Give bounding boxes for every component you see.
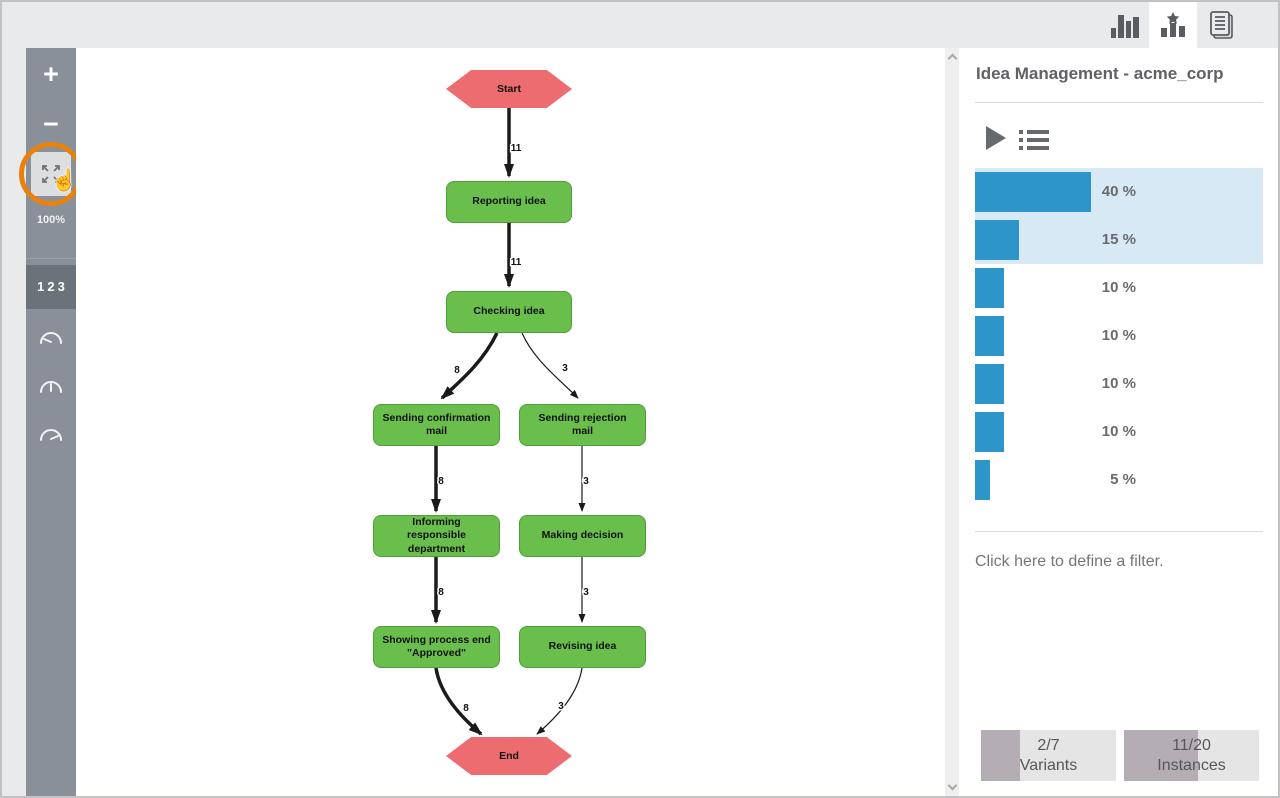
documents-icon: [1206, 10, 1236, 40]
variant-percent: 10 %: [1101, 375, 1136, 392]
variant-list-icon[interactable]: [1019, 130, 1049, 152]
frequency-numbers-button[interactable]: 123: [26, 265, 76, 309]
fit-to-screen-icon: [40, 163, 62, 185]
node-reporting-idea[interactable]: Reporting idea: [446, 181, 572, 223]
variant-bar: [975, 460, 990, 500]
variant-percent: 40 %: [1101, 183, 1136, 200]
process-canvas[interactable]: 11 11 8 3 8 3 8 3 8 3 Start Reporting id…: [76, 48, 945, 796]
gauge-medium-icon[interactable]: [38, 376, 64, 396]
divider: [975, 102, 1263, 103]
node-revising-idea[interactable]: Revising idea: [519, 626, 646, 668]
instances-summary-box[interactable]: 11/20 Instances: [1124, 730, 1259, 781]
node-making-decision[interactable]: Making decision: [519, 515, 646, 557]
node-informing-responsible-department[interactable]: Informing responsible department: [373, 515, 500, 557]
top-bar: [2, 2, 1278, 48]
edge-count-label: 8: [454, 365, 460, 376]
variant-percent: 15 %: [1101, 231, 1136, 248]
variant-row[interactable]: 10 %: [975, 312, 1263, 360]
variant-bar: [975, 316, 1004, 356]
variant-row[interactable]: 5 %: [975, 456, 1263, 504]
variant-row[interactable]: 15 %: [975, 216, 1263, 264]
edge-count-label: 3: [558, 701, 564, 712]
sidebar-title: Idea Management - acme_corp: [976, 64, 1224, 83]
zoom-toolbar: + − ☝ 100% 123: [19, 48, 83, 796]
variant-bar: [975, 220, 1019, 260]
view-tabs: [1101, 2, 1245, 48]
instances-count: 11/20: [1172, 736, 1211, 754]
variant-row[interactable]: 10 %: [975, 408, 1263, 456]
play-icon[interactable]: [986, 126, 1006, 150]
process-edges: 11 11 8 3 8 3 8 3 8 3: [431, 108, 591, 736]
variant-percent: 10 %: [1101, 327, 1136, 344]
variant-list: 40 % 15 % 10 % 10 % 10 % 10 % 5 %: [975, 168, 1263, 504]
edge: [536, 667, 583, 735]
fit-to-screen-button[interactable]: [31, 152, 71, 196]
canvas-scrollbar[interactable]: [945, 48, 959, 796]
variant-bar: [975, 364, 1004, 404]
variants-sidebar: Idea Management - acme_corp 40 % 15 % 10 %…: [959, 48, 1278, 796]
node-sending-rejection-mail[interactable]: Sending rejection mail: [519, 404, 646, 446]
divider: [975, 531, 1263, 532]
starred-chart-icon: [1159, 11, 1187, 39]
edge: [434, 667, 483, 736]
variant-bar: [975, 412, 1004, 452]
edge-count-label: 11: [511, 257, 522, 268]
edge-count-label: 11: [511, 143, 522, 154]
variant-percent: 10 %: [1101, 279, 1136, 296]
variant-percent: 10 %: [1101, 423, 1136, 440]
tab-documents[interactable]: [1197, 2, 1245, 48]
node-start[interactable]: Start: [446, 70, 572, 108]
node-end[interactable]: End: [446, 737, 572, 775]
define-filter-link[interactable]: Click here to define a filter.: [975, 553, 1164, 570]
gauge-high-icon[interactable]: [38, 424, 64, 444]
variant-row[interactable]: 40 %: [975, 168, 1263, 216]
zoom-out-button[interactable]: −: [43, 109, 59, 139]
variant-bar: [975, 172, 1091, 212]
edge-count-label: 3: [583, 587, 589, 598]
variants-count: 2/7: [1037, 736, 1060, 754]
variant-row[interactable]: 10 %: [975, 360, 1263, 408]
variant-percent: 5 %: [1110, 471, 1136, 488]
column-chart-icon: [1109, 12, 1141, 38]
scroll-down-icon[interactable]: [947, 780, 958, 791]
scroll-up-icon[interactable]: [947, 53, 958, 64]
variants-summary-box[interactable]: 2/7 Variants: [981, 730, 1116, 781]
edge-count-label: 3: [562, 363, 568, 374]
variant-row[interactable]: 10 %: [975, 264, 1263, 312]
edge: [521, 332, 579, 399]
edge-count-label: 3: [583, 476, 589, 487]
instances-label: Instances: [1157, 756, 1226, 774]
edge-count-label: 8: [438, 476, 444, 487]
tab-column-chart[interactable]: [1101, 2, 1149, 48]
node-sending-confirmation-mail[interactable]: Sending confirmation mail: [373, 404, 500, 446]
instances-fill: [1124, 730, 1199, 781]
toolbar-divider: [26, 258, 76, 259]
variants-label: Variants: [1019, 756, 1078, 774]
node-showing-process-end-approved[interactable]: Showing process end "Approved": [373, 626, 500, 668]
tab-starred-chart[interactable]: [1149, 2, 1197, 48]
node-checking-idea[interactable]: Checking idea: [446, 291, 572, 333]
variant-bar: [975, 268, 1004, 308]
gauge-low-icon[interactable]: [38, 327, 64, 347]
edge-count-label: 8: [463, 703, 469, 714]
edge: [440, 332, 499, 400]
edge-count-label: 8: [438, 587, 444, 598]
zoom-in-button[interactable]: +: [43, 59, 59, 89]
zoom-level-label: 100%: [36, 214, 66, 226]
variants-fill: [981, 730, 1020, 781]
